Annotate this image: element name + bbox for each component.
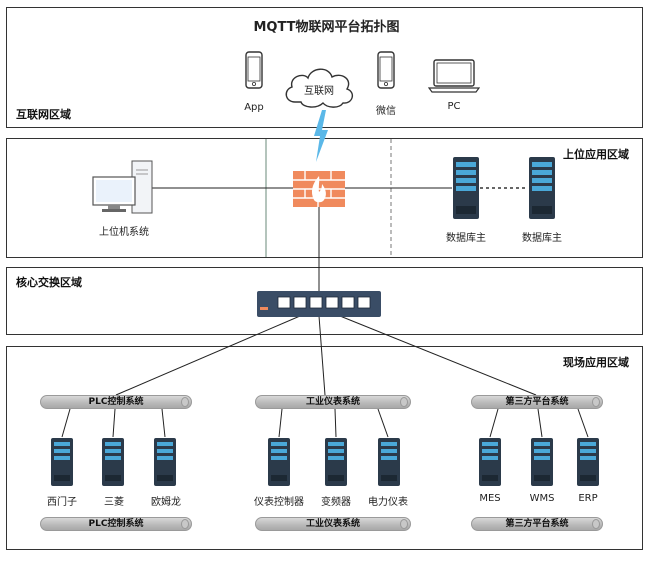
app-label: App [244, 102, 264, 113]
upper-zone-label: 上位应用区域 [563, 148, 629, 161]
thirdparty-pipe-bottom: 第三方平台系统 [471, 517, 603, 531]
cloud-icon [285, 68, 354, 108]
meter-pipe-top: 工业仪表系统 [255, 395, 411, 409]
firewall-icon [293, 171, 345, 207]
laptop-icon [428, 59, 480, 93]
wechat-label: 微信 [376, 106, 396, 117]
server-icon [453, 157, 479, 219]
pc-label: PC [447, 101, 461, 112]
server-icon [531, 438, 553, 486]
field-zone-label: 现场应用区域 [563, 356, 629, 369]
server-icon [479, 438, 501, 486]
cloud-label: 互联网 [304, 86, 334, 97]
device-label-power-meter: 电力仪表 [368, 497, 408, 508]
server-icon [154, 438, 176, 486]
smartphone-icon [245, 51, 263, 89]
device-label-omron: 欧姆龙 [151, 497, 181, 508]
server-icon [577, 438, 599, 486]
server-icon [529, 157, 555, 219]
db2-label: 数据库主 [522, 233, 562, 244]
plc-pipe-bottom: PLC控制系统 [40, 517, 192, 531]
device-label-wms: WMS [529, 493, 555, 504]
device-label-meter-controller: 仪表控制器 [254, 497, 304, 508]
lightning-icon [314, 110, 328, 162]
server-icon [51, 438, 73, 486]
host-label: 上位机系统 [99, 227, 149, 238]
db1-label: 数据库主 [446, 233, 486, 244]
server-icon [325, 438, 347, 486]
internet-zone-label: 互联网区域 [16, 108, 71, 121]
meter-pipe-bottom: 工业仪表系统 [255, 517, 411, 531]
desktop-computer-icon [92, 160, 153, 214]
network-switch-icon [257, 291, 381, 317]
core-zone-label: 核心交换区域 [16, 276, 82, 289]
internet-zone [6, 7, 643, 128]
server-icon [268, 438, 290, 486]
device-label-siemens: 西门子 [47, 497, 77, 508]
server-icon [378, 438, 400, 486]
thirdparty-pipe-top: 第三方平台系统 [471, 395, 603, 409]
page-title: MQTT物联网平台拓扑图 [253, 20, 400, 35]
device-label-inverter: 变频器 [321, 497, 351, 508]
server-icon [102, 438, 124, 486]
device-label-erp: ERP [578, 493, 598, 504]
smartphone-icon [377, 51, 395, 89]
device-label-mitsubishi: 三菱 [104, 497, 124, 508]
plc-pipe-top: PLC控制系统 [40, 395, 192, 409]
device-label-mes: MES [479, 493, 501, 504]
